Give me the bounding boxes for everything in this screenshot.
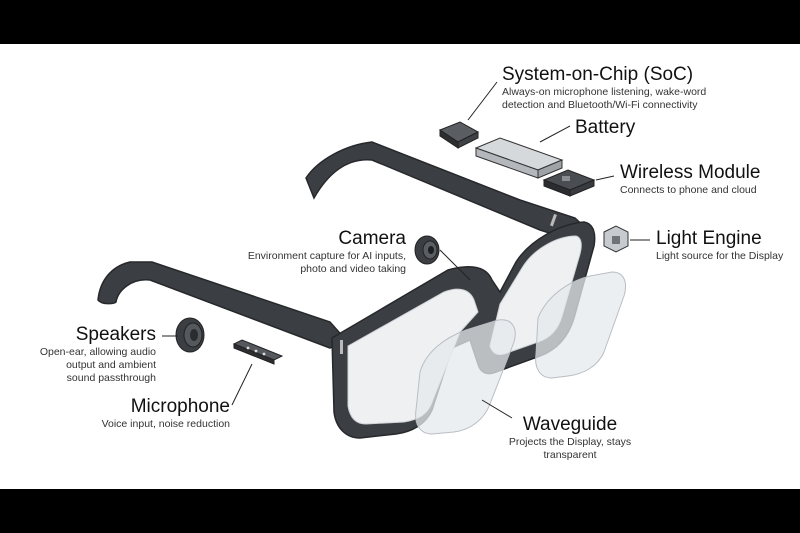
camera-desc-1: Environment capture for AI inputs, [247,250,406,262]
light-engine-title: Light Engine [656,228,762,249]
waveguide-right [535,271,626,379]
letterbox-top [0,0,800,44]
leader-microphone [231,363,253,406]
light-engine-desc-1: Light source for the Display [656,250,784,262]
camera-desc-2: photo and video taking [300,263,406,275]
soc-chip [438,121,480,149]
leader-wireless [595,175,615,181]
camera-title: Camera [338,228,406,249]
leader-lines [162,81,650,419]
microphone-bar [232,339,284,365]
label-speakers: Speakers Open-ear, allowing audio output… [36,324,156,385]
speakers-desc-2: output and ambient [66,359,156,371]
label-wireless: Wireless Module Connects to phone and cl… [620,162,760,197]
leader-battery [539,125,571,143]
microphone-desc-1: Voice input, noise reduction [101,418,230,430]
letterbox-bottom [0,489,800,533]
leader-camera [439,249,471,281]
label-soc: System-on-Chip (SoC) Always-on microphon… [502,64,706,112]
waveguide-desc-2: transparent [543,449,597,461]
speakers-desc-1: Open-ear, allowing audio [39,346,156,358]
waveguide-desc-1: Projects the Display, stays [508,436,632,448]
hinge-left [340,340,343,354]
speakers-desc-3: sound passthrough [66,372,156,384]
wireless-module [542,169,596,197]
wireless-title: Wireless Module [620,162,761,183]
label-waveguide: Waveguide Projects the Display, stays tr… [490,414,650,462]
camera-module [414,235,440,265]
label-microphone: Microphone Voice input, noise reduction [80,396,230,431]
waveguide-left [415,319,516,435]
soc-desc-1: Always-on microphone listening, wake-wor… [502,86,707,98]
microphone-title: Microphone [130,396,230,417]
leader-waveguide [481,399,513,419]
label-battery: Battery [575,117,635,139]
waveguide-title: Waveguide [522,414,618,435]
speaker-module [175,317,205,353]
label-light-engine: Light Engine Light source for the Displa… [656,228,783,263]
hinge-right [550,214,557,227]
battery-cell [474,137,564,179]
leader-soc [467,81,498,121]
soc-desc-2: detection and Bluetooth/Wi-Fi connectivi… [502,99,698,111]
speakers-title: Speakers [75,324,156,345]
temple-arm-left [97,261,348,349]
label-camera: Camera Environment capture for AI inputs… [236,228,406,276]
light-engine-part [603,225,629,253]
wireless-desc-1: Connects to phone and cloud [620,184,757,196]
battery-title: Battery [575,117,636,138]
soc-title: System-on-Chip (SoC) [502,64,694,85]
